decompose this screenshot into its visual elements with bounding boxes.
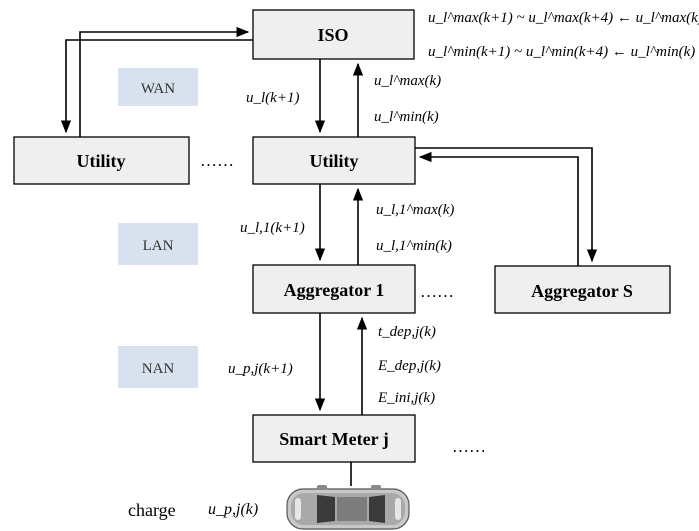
left-utility-to-iso-arrow (79, 26, 250, 137)
svg-text:ISO: ISO (317, 25, 348, 45)
utility-to-iso-min-signal: u_l^min(k) (374, 109, 439, 125)
aggregator-s-box: Aggregator S (494, 265, 671, 314)
utility-row-ellipsis: …… (200, 151, 234, 170)
utility-to-aggregator-signal: u_l,1(k+1) (240, 220, 305, 236)
charge-label: charge (128, 500, 176, 520)
iso-forecast-min: u_l^min(k+1) ~ u_l^min(k+4) ← u_l^min(k) (428, 44, 695, 60)
svg-text:Aggregator S: Aggregator S (531, 281, 633, 301)
electric-car-icon (286, 485, 410, 530)
svg-text:Aggregator 1: Aggregator 1 (284, 280, 385, 300)
utility-to-aggregator-s-arrow (415, 147, 598, 263)
utility-left-box: Utility (13, 136, 190, 185)
eini-signal: E_ini,j(k) (377, 390, 435, 406)
iso-to-utility-signal: u_l(k+1) (246, 90, 299, 106)
edep-signal: E_dep,j(k) (377, 358, 441, 374)
svg-text:Utility: Utility (310, 151, 359, 171)
aggregator-to-utility-min-signal: u_l,1^min(k) (376, 238, 452, 254)
aggregator-1-box: Aggregator 1 (252, 264, 416, 314)
meter-row-ellipsis: …… (452, 437, 486, 456)
svg-text:NAN: NAN (142, 361, 175, 377)
aggregator-to-meter-signal: u_p,j(k+1) (228, 361, 293, 377)
tdep-signal: t_dep,j(k) (378, 324, 436, 340)
iso-box: ISO (252, 9, 415, 60)
lan-region-label: LAN (118, 223, 198, 265)
smart-meter-box: Smart Meter j (252, 414, 416, 463)
wan-region-label: WAN (118, 68, 198, 106)
utility-to-iso-max-signal: u_l^max(k) (374, 73, 441, 89)
iso-to-left-utility-arrow (60, 39, 253, 134)
aggregator-to-utility-max-signal: u_l,1^max(k) (376, 202, 454, 218)
svg-text:Utility: Utility (77, 151, 126, 171)
aggregator-row-ellipsis: …… (420, 282, 454, 301)
iso-forecast-max: u_l^max(k+1) ~ u_l^max(k+4) ← u_l^max(k) (428, 10, 699, 26)
svg-text:WAN: WAN (141, 81, 175, 97)
svg-text:Smart Meter j: Smart Meter j (279, 429, 389, 449)
svg-text:LAN: LAN (143, 238, 174, 254)
aggregator-s-to-utility-arrow (418, 151, 579, 266)
utility-center-box: Utility (252, 136, 416, 185)
nan-region-label: NAN (118, 346, 198, 388)
charge-signal: u_p,j(k) (208, 501, 258, 518)
